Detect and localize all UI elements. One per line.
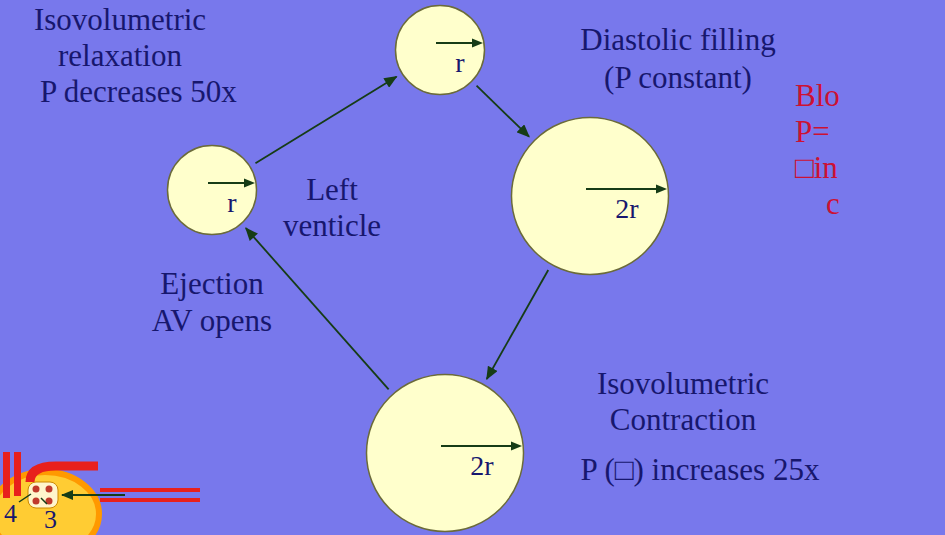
radius-label: r bbox=[455, 48, 464, 79]
circle-shape bbox=[367, 375, 524, 532]
phase-name: Diastolic filling bbox=[558, 22, 798, 58]
radius-label-group: 2r bbox=[470, 451, 493, 482]
leader-line bbox=[41, 498, 47, 504]
valve-dot bbox=[33, 486, 40, 493]
circle-shape bbox=[396, 6, 485, 95]
callout-number: 4 bbox=[4, 499, 24, 529]
radius-arrowhead bbox=[472, 39, 483, 48]
circle-shape bbox=[512, 118, 669, 275]
pressure-note: P decreases 50x bbox=[40, 74, 300, 110]
pressure-note: (P constant) bbox=[558, 60, 798, 96]
radius-arrowhead bbox=[244, 179, 255, 188]
label-anchor: 3 bbox=[44, 505, 64, 535]
radius-label-group: r bbox=[455, 48, 464, 79]
radius-arrow bbox=[586, 188, 657, 190]
side-note: c bbox=[826, 186, 916, 222]
radius-label: 2r bbox=[470, 451, 493, 482]
vessel bbox=[100, 488, 200, 492]
valve-dot bbox=[33, 498, 40, 505]
pressure-note: P (□) increases 25x bbox=[555, 452, 845, 488]
radius-arrow bbox=[208, 182, 245, 184]
label-anchor: Ejection bbox=[137, 266, 287, 302]
label-anchor: AV opens bbox=[132, 303, 292, 339]
valve-note: AV opens bbox=[132, 303, 292, 339]
label-anchor: (P constant) bbox=[558, 60, 798, 96]
valve bbox=[28, 482, 58, 508]
radius-label: 2r bbox=[615, 194, 638, 225]
phase-name: Isovolumetric relaxation bbox=[20, 2, 220, 74]
ventricle-circle: r bbox=[394, 4, 486, 96]
phase-arrow bbox=[255, 77, 396, 164]
phase-arrow bbox=[487, 270, 548, 379]
phase-arrow bbox=[477, 86, 530, 137]
aortic-arch bbox=[30, 466, 98, 482]
label-anchor: P (□) increases 25x bbox=[555, 452, 845, 488]
circle-outline bbox=[166, 144, 258, 236]
vessel bbox=[3, 452, 10, 498]
valve-dot bbox=[46, 486, 53, 493]
phase-name: Isovolumetric Contraction bbox=[573, 366, 793, 438]
circle-shape bbox=[168, 146, 257, 235]
label-anchor: □in bbox=[795, 150, 915, 186]
circle-outline bbox=[365, 373, 525, 533]
chamber-name: Left venticle bbox=[267, 172, 397, 244]
ventricle-circle: 2r bbox=[510, 116, 670, 276]
label-anchor: Isovolumetric Contraction bbox=[573, 366, 793, 438]
label-anchor: Left venticle bbox=[267, 172, 397, 244]
vessel bbox=[14, 452, 21, 496]
pointer-arrow bbox=[62, 494, 125, 496]
circle-outline bbox=[394, 4, 486, 96]
circle-outline bbox=[510, 116, 670, 276]
radius-label-group: r bbox=[227, 188, 236, 219]
label-anchor: Isovolumetric relaxation bbox=[20, 2, 220, 74]
ventricle-circle: 2r bbox=[365, 373, 525, 533]
vessel bbox=[100, 498, 200, 502]
radius-arrowhead bbox=[511, 442, 522, 451]
label-anchor: Diastolic filling bbox=[558, 22, 798, 58]
label-anchor: Blo bbox=[795, 78, 915, 114]
radius-arrowhead bbox=[656, 185, 667, 194]
label-anchor: c bbox=[826, 186, 916, 222]
label-anchor: 4 bbox=[4, 499, 24, 529]
ventricle-circle: r bbox=[166, 144, 258, 236]
side-note: □in bbox=[795, 150, 915, 186]
radius-label-group: 2r bbox=[615, 194, 638, 225]
phase-name: Ejection bbox=[137, 266, 287, 302]
side-note: P= bbox=[795, 114, 915, 150]
radius-label: r bbox=[227, 188, 236, 219]
label-anchor: P= bbox=[795, 114, 915, 150]
radius-arrow bbox=[441, 445, 512, 447]
label-anchor: P decreases 50x bbox=[40, 74, 300, 110]
callout-number: 3 bbox=[44, 505, 64, 535]
radius-arrow bbox=[436, 42, 473, 44]
leader-line bbox=[19, 494, 31, 502]
side-note: Blo bbox=[795, 78, 915, 114]
